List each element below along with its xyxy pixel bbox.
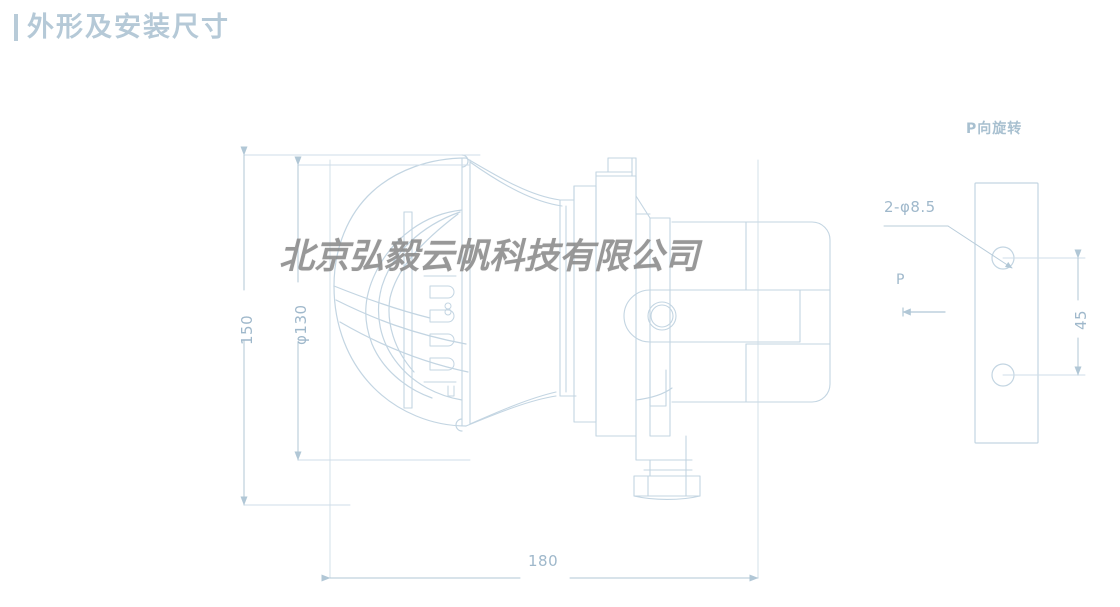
- view-direction-marker: [902, 307, 946, 317]
- mounting-arm: [671, 221, 831, 403]
- heading-accent-bar: [14, 14, 18, 41]
- dimension-lines: [243, 154, 759, 579]
- hole-callout-label: 2-φ8.5: [884, 198, 936, 216]
- lamp-modules: [423, 275, 457, 397]
- page-title: 外形及安装尺寸: [27, 12, 230, 43]
- lamp-housing: [573, 157, 673, 437]
- pivot-yoke: [623, 289, 801, 343]
- dimension-label-length: 180: [528, 552, 559, 570]
- lamp-dome-guard: [333, 154, 469, 432]
- main-view-geometry: [240, 146, 1086, 582]
- view-direction-label: P: [896, 272, 905, 288]
- dimension-label-hole-spacing: 45: [1072, 309, 1090, 330]
- hole-callout-leader: [883, 225, 1013, 269]
- reflector-flare: [465, 157, 577, 427]
- dimension-label-height: 150: [238, 314, 256, 345]
- dimension-45: [1002, 257, 1086, 376]
- watermark-text: 北京弘毅云帆科技有限公司: [279, 237, 700, 277]
- section-heading: 外形及安装尺寸: [14, 14, 230, 41]
- cable-gland: [633, 369, 701, 501]
- dimension-label-diameter: φ130: [292, 304, 310, 345]
- guard-rail-bars: [403, 157, 471, 427]
- plate-view-title: P向旋转: [966, 121, 1023, 137]
- mounting-plate-view: [974, 182, 1039, 444]
